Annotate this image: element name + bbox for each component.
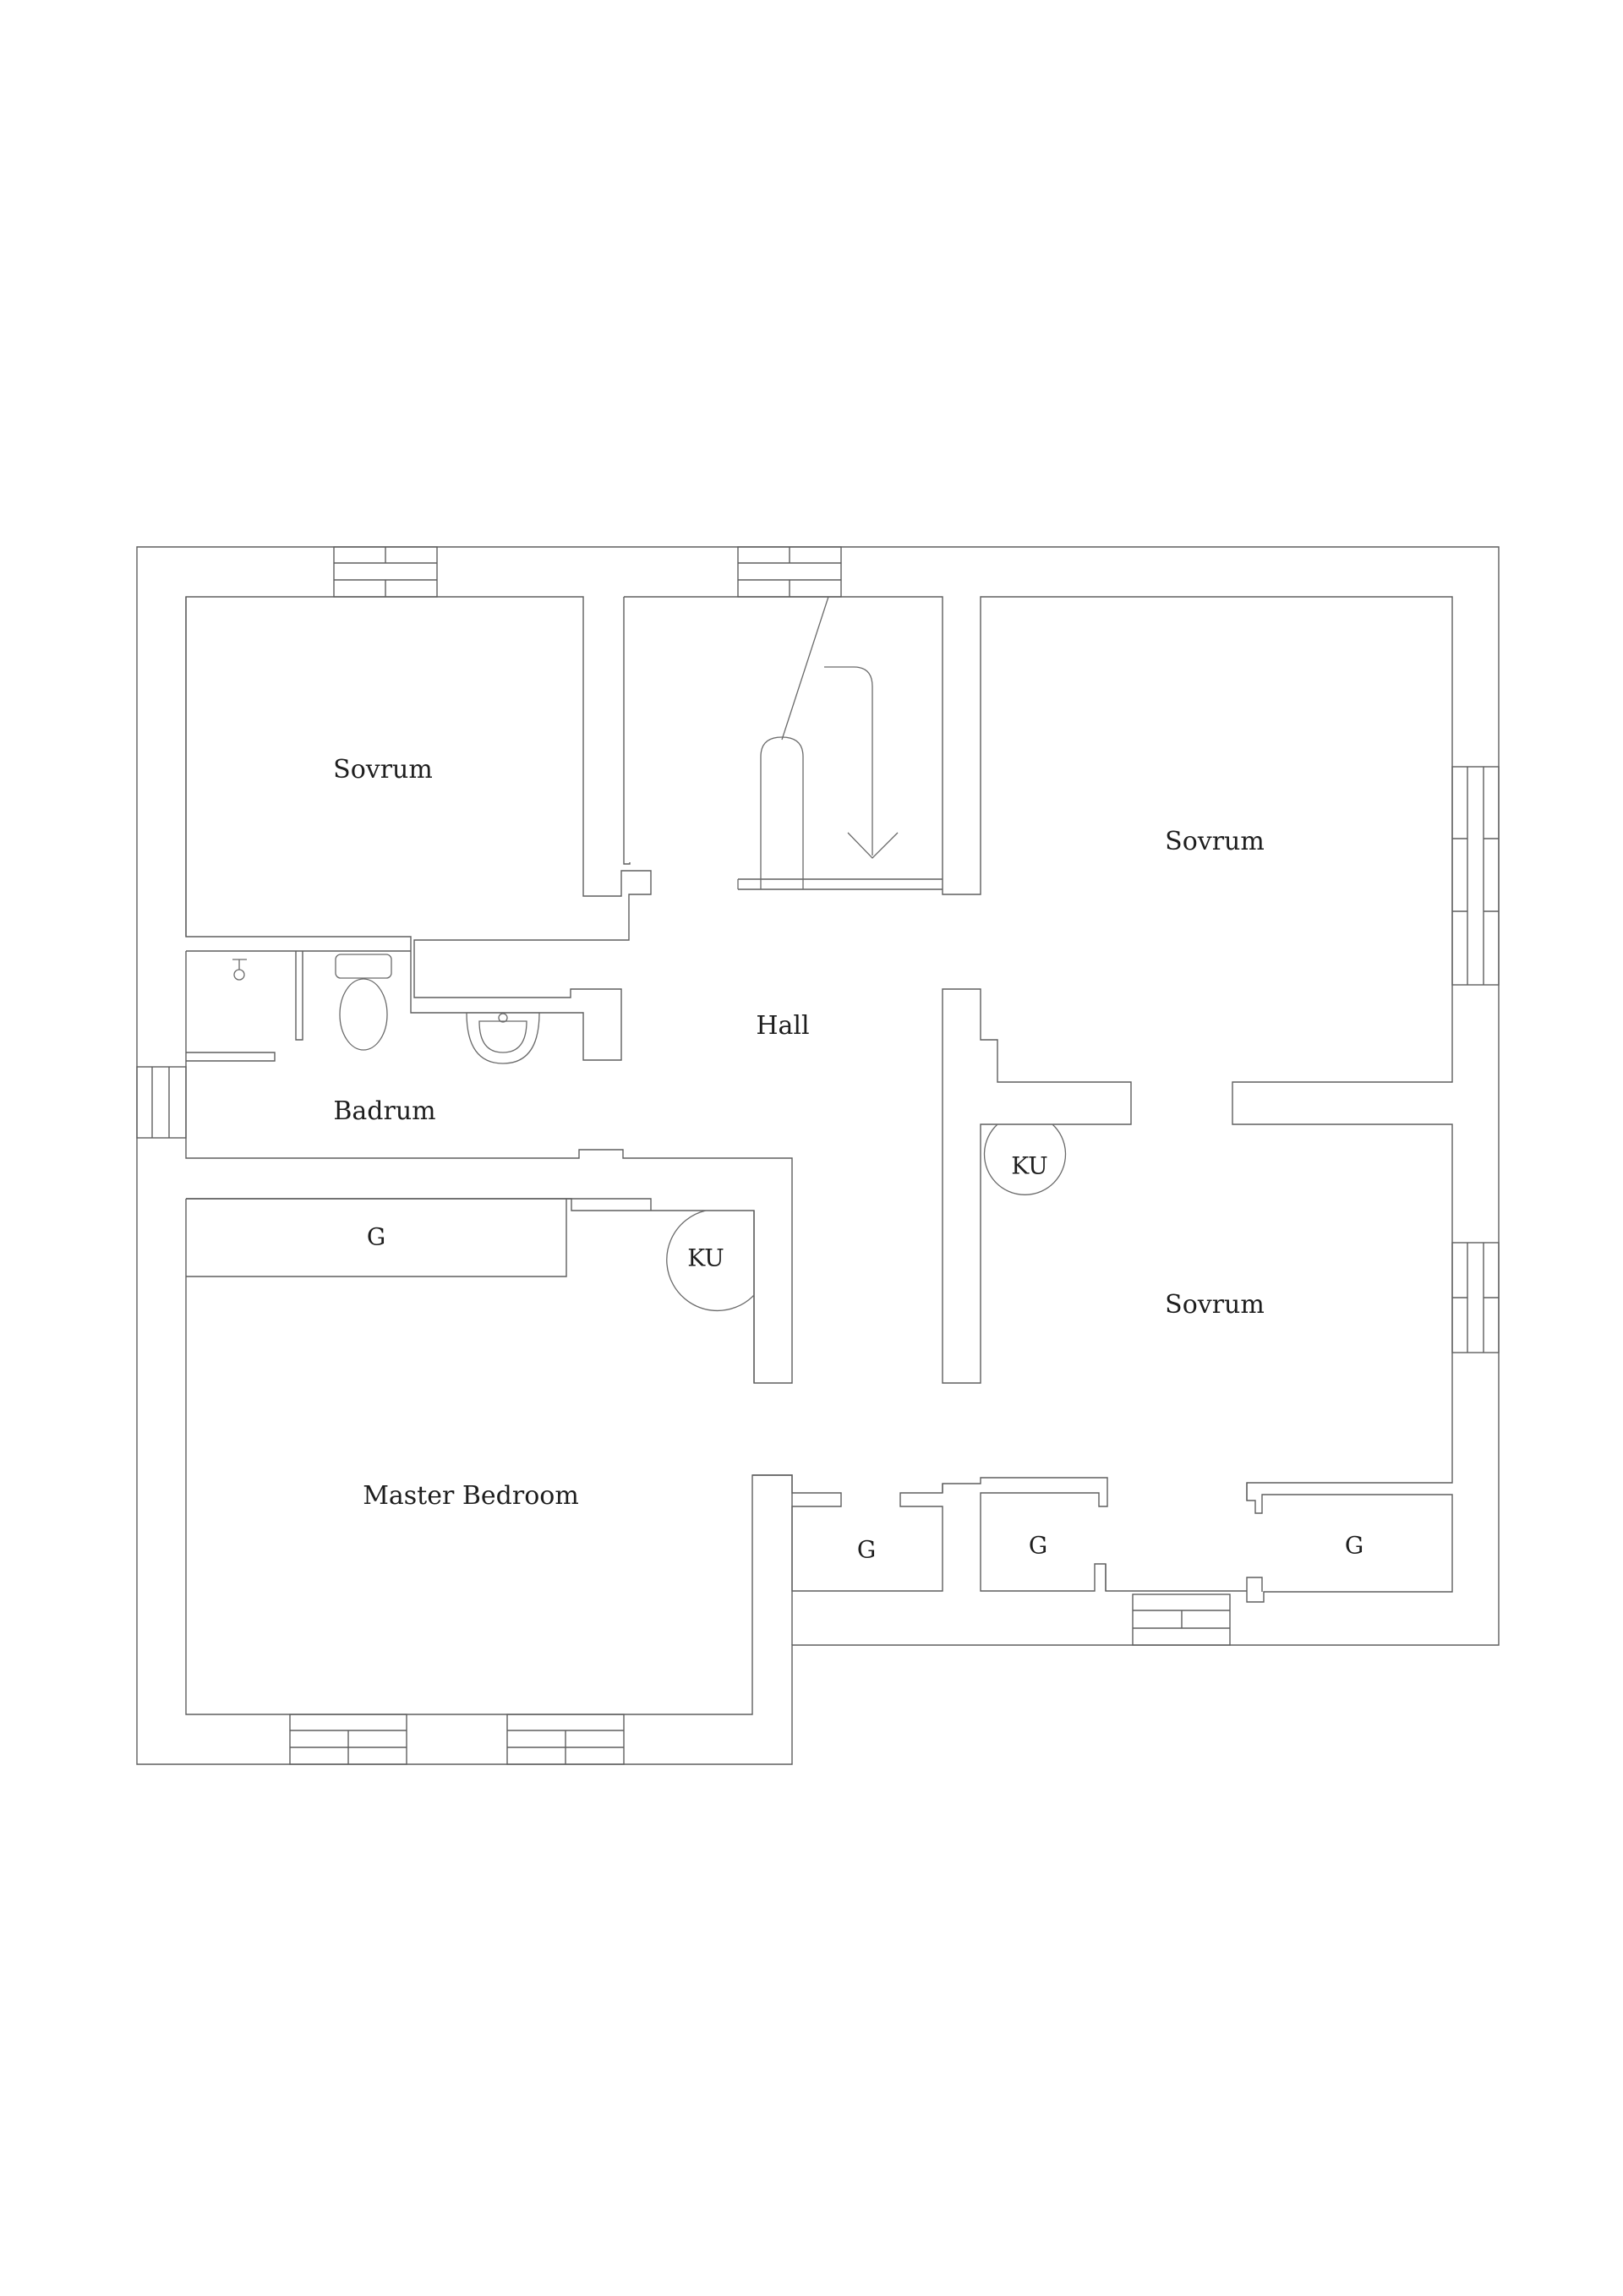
window-top-left bbox=[333, 546, 438, 598]
window-bottom-left-2 bbox=[506, 1714, 625, 1765]
window-left bbox=[136, 1066, 187, 1139]
room-label-sovrum-top-left: Sovrum bbox=[333, 755, 433, 784]
boiler-label-hall: KU bbox=[1011, 1152, 1048, 1180]
window-bottom-right bbox=[1132, 1594, 1231, 1646]
hall-divider-walls bbox=[942, 988, 1132, 1384]
stair-icon bbox=[737, 596, 899, 889]
closet-label-bottom-center-left: G bbox=[857, 1536, 876, 1564]
bathroom-walls bbox=[185, 950, 793, 1384]
exterior-wall bbox=[136, 546, 1500, 1765]
boiler-master-icon bbox=[666, 1210, 755, 1311]
toilet-icon bbox=[335, 954, 392, 1051]
room-label-master-bedroom: Master Bedroom bbox=[363, 1481, 579, 1511]
stair-room-walls bbox=[623, 596, 1453, 1603]
bedroom-top-left-walls bbox=[185, 596, 652, 1061]
boiler-label-master: KU bbox=[687, 1244, 724, 1272]
closet-walls bbox=[752, 1474, 1248, 1592]
master-bedroom-walls bbox=[185, 1198, 793, 1715]
window-right-lower bbox=[1451, 1242, 1500, 1353]
shower-icon bbox=[232, 959, 247, 981]
room-label-sovrum-mid-right: Sovrum bbox=[1165, 1290, 1265, 1320]
room-label-sovrum-top-right: Sovrum bbox=[1165, 827, 1265, 856]
window-top-center bbox=[737, 546, 842, 598]
room-label-badrum: Badrum bbox=[333, 1096, 435, 1126]
room-label-hall: Hall bbox=[756, 1011, 809, 1041]
sink-icon bbox=[466, 1012, 540, 1064]
closet-label-master: G bbox=[367, 1223, 385, 1251]
window-bottom-left-1 bbox=[289, 1714, 407, 1765]
window-right-upper bbox=[1451, 766, 1500, 986]
boiler-hall-icon bbox=[983, 1123, 1067, 1195]
closet-label-bottom-center-right: G bbox=[1029, 1532, 1047, 1560]
closet-label-bottom-right: G bbox=[1345, 1532, 1363, 1560]
